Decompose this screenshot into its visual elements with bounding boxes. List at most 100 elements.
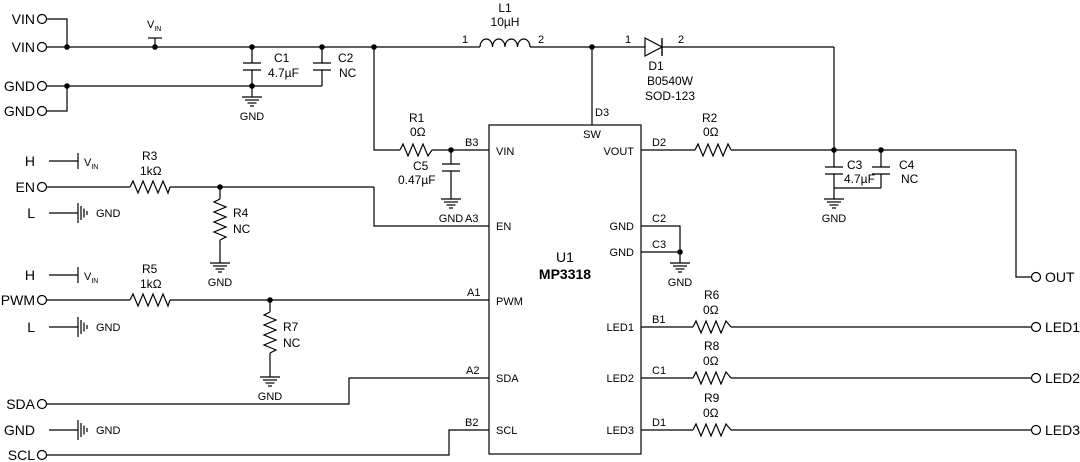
r9-value: 0Ω (703, 406, 719, 420)
gnd-text-ic: GND (668, 277, 693, 289)
d1-pin1: 1 (625, 34, 631, 46)
pin-label-l-2: L (27, 319, 35, 335)
r2-ref: R2 (702, 111, 718, 125)
gnd-text-c1: GND (240, 111, 265, 123)
d1-value: B0540W (647, 74, 694, 88)
c5-value: 0.47µF (398, 173, 436, 187)
resistor-r8 (692, 370, 732, 386)
resistor-r3 (129, 179, 171, 195)
ic-pinnum-a1: A1 (467, 287, 480, 299)
resistor-r6 (692, 319, 732, 335)
ic-pinnum-d1: D1 (652, 417, 666, 429)
ic-pin-sw: SW (583, 129, 601, 141)
gnd-text-en-low: GND (96, 208, 121, 220)
d1-package: SOD-123 (645, 89, 695, 103)
pin-label-l-1: L (27, 205, 35, 221)
r4-ref: R4 (233, 206, 249, 220)
r3-ref: R3 (142, 149, 158, 163)
ic-pinnum-d2: D2 (652, 137, 666, 149)
pin-label-h-1: H (25, 153, 35, 169)
ic-pin-led2: LED2 (606, 373, 634, 385)
gnd-text-r7: GND (258, 391, 283, 403)
junction-dots (64, 44, 884, 303)
r6-ref: R6 (704, 288, 720, 302)
r7-value: NC (283, 336, 301, 350)
l1-pin1: 1 (462, 34, 468, 46)
c4-value: NC (901, 172, 919, 186)
d1-ref: D1 (648, 59, 664, 73)
vin-tag-pwm-high: VIN (84, 271, 98, 285)
capacitor-c5 (442, 163, 460, 172)
ic-pinnum-a2: A2 (466, 365, 479, 377)
r4-value: NC (233, 222, 251, 236)
r9-ref: R9 (704, 391, 720, 405)
c2-value: NC (339, 66, 357, 80)
c2-ref: C2 (338, 51, 354, 65)
c1-value: 4.7µF (268, 66, 299, 80)
pin-label-led1: LED1 (1045, 319, 1080, 335)
r5-ref: R5 (142, 262, 158, 276)
ic-pin-pwm: PWM (496, 296, 523, 308)
ic-pin-gnd-2: GND (610, 247, 635, 259)
r6-value: 0Ω (703, 303, 719, 317)
ic-pinnum-b3: B3 (465, 137, 478, 149)
ic-pinnum-b2: B2 (465, 417, 478, 429)
pin-label-sda: SDA (6, 396, 35, 412)
r1-value: 0Ω (410, 125, 426, 139)
ic-pin-led3: LED3 (606, 425, 634, 437)
d1-pin2: 2 (678, 34, 684, 46)
resistor-r5 (129, 292, 171, 308)
ic-part-number: MP3318 (539, 266, 591, 282)
pin-label-en: EN (16, 179, 35, 195)
l1-pin2: 2 (538, 34, 544, 46)
ic-pin-vin: VIN (496, 146, 514, 158)
ic-pin-scl: SCL (496, 425, 517, 437)
l1-value: 10µH (491, 15, 520, 29)
r8-value: 0Ω (703, 354, 719, 368)
c3-ref: C3 (847, 158, 863, 172)
ic-pin-gnd-1: GND (610, 221, 635, 233)
c1-ref: C1 (274, 51, 290, 65)
capacitor-c4 (872, 166, 890, 175)
pin-label-vin-2: VIN (12, 39, 35, 55)
ic-u1-body (488, 124, 642, 455)
pin-label-gnd-2: GND (4, 103, 35, 119)
ic-pin-en: EN (496, 221, 511, 233)
resistor-r2 (694, 142, 732, 158)
ic-pinnum-b1: B1 (652, 314, 665, 326)
pin-label-pwm: PWM (1, 292, 35, 308)
ic-pinnum-a3: A3 (465, 213, 478, 225)
resistor-r1 (399, 142, 433, 158)
pin-label-out: OUT (1045, 269, 1075, 285)
ic-pin-vout: VOUT (603, 146, 634, 158)
resistor-r7 (262, 311, 278, 354)
pin-label-vin-1: VIN (12, 11, 35, 27)
gnd-text-bottom: GND (96, 425, 121, 437)
wires (46, 18, 1032, 456)
pin-label-led2: LED2 (1045, 370, 1080, 386)
gnd-text-c3: GND (822, 213, 847, 225)
ic-pinnum-c3: C3 (652, 239, 666, 251)
pin-label-scl: SCL (8, 447, 35, 462)
ic-pinnum-c1: C1 (652, 365, 666, 377)
resistor-r4 (212, 198, 228, 241)
diode-d1 (644, 37, 664, 57)
pin-label-gnd-1: GND (4, 78, 35, 94)
capacitor-c2 (313, 62, 331, 71)
r2-value: 0Ω (703, 125, 719, 139)
inductor-l1 (476, 38, 531, 48)
c5-ref: C5 (413, 159, 429, 173)
ground-symbols (77, 96, 845, 441)
pin-label-led3: LED3 (1045, 422, 1080, 438)
ic-pinnum-d3: D3 (595, 107, 609, 119)
gnd-text-pwm-low: GND (96, 322, 121, 334)
gnd-text-c5: GND (439, 213, 464, 225)
ic-ref: U1 (556, 249, 574, 265)
vin-tag-rail: VIN (147, 19, 161, 33)
pin-label-h-2: H (25, 267, 35, 283)
ic-pin-sda: SDA (496, 373, 519, 385)
r1-ref: R1 (409, 111, 425, 125)
pin-label-gnd-3: GND (4, 422, 35, 438)
c3-value: 4.7µF (844, 172, 875, 186)
